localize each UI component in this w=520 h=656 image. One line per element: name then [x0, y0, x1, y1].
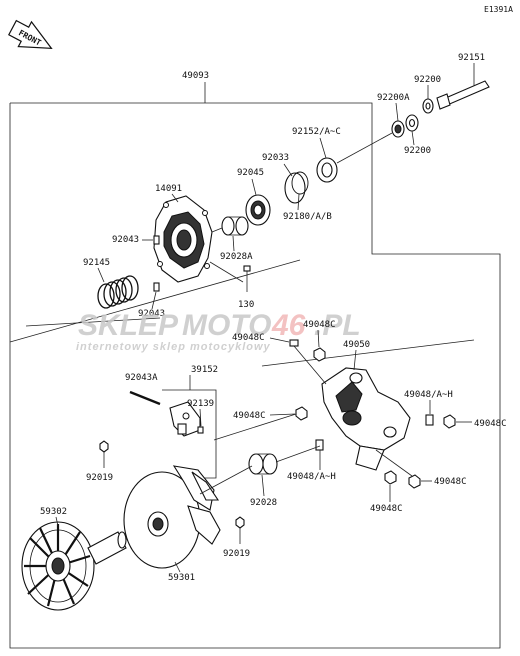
part-label-92033: 92033 [262, 153, 289, 163]
nut-49048C-right [443, 414, 456, 429]
svg-text:46: 46 [271, 309, 306, 342]
part-label-92200A: 92200A [377, 93, 410, 103]
svg-text:SKLEP: SKLEP [78, 309, 179, 342]
part-label-92045: 92045 [237, 168, 264, 178]
pin-92043 [153, 235, 160, 245]
bushing-92028 [248, 453, 278, 475]
shaft-92151 [436, 80, 490, 110]
part-label-92152: 92152/A~C [292, 127, 341, 137]
part-label-39152: 39152 [191, 365, 218, 375]
seal-92152 [316, 157, 338, 183]
part-label-130: 130 [238, 300, 254, 310]
part-label-49048C-left: 49048C [232, 333, 265, 343]
assembly-outline [9, 102, 501, 649]
nut-49048C-low [384, 470, 397, 485]
part-label-49048AH-right: 49048/A~H [404, 390, 453, 400]
part-label-92200-top: 92200 [414, 75, 441, 85]
part-label-92019-right: 92019 [223, 549, 250, 559]
svg-text:internetowy sklep motocyklowy: internetowy sklep motocyklowy [76, 341, 271, 353]
bearing-92045 [245, 194, 271, 226]
diagram-code: E1391A [484, 5, 513, 14]
part-label-92151: 92151 [458, 53, 485, 63]
nut-49048C-top [313, 347, 326, 362]
nut-49048C-mid [295, 406, 308, 421]
part-label-49050: 49050 [343, 340, 370, 350]
bolt-92019-right [235, 516, 245, 529]
fan-sheave-59302 [21, 521, 127, 611]
sheave-59301 [123, 465, 221, 569]
part-label-59302: 59302 [40, 507, 67, 517]
spring-92145 [97, 275, 139, 309]
part-label-49048C-mid: 49048C [233, 411, 266, 421]
bushing-92028A [221, 216, 249, 236]
part-label-49093: 49093 [182, 71, 209, 81]
part-label-49048C-top: 49048C [303, 320, 336, 330]
nut-49048C-lowright [408, 474, 421, 489]
part-label-49048AH-mid: 49048/A~H [287, 472, 336, 482]
front-arrow-icon: FRONT [8, 19, 53, 49]
watermark: SKLEP MOTO 46 .PL internetowy sklep moto… [76, 309, 361, 353]
part-label-92043-left: 92043 [112, 235, 139, 245]
part-label-92139: 92139 [187, 399, 214, 409]
part-label-49048C-low: 49048C [370, 504, 403, 514]
svg-text:.PL: .PL [314, 309, 361, 342]
washer-49048C-left [289, 339, 299, 347]
part-label-92043A: 92043A [125, 373, 158, 383]
part-label-92200-bottom: 92200 [404, 146, 431, 156]
part-label-59301: 59301 [168, 573, 195, 583]
bracket-49050 [321, 367, 411, 471]
part-label-49048C-right: 49048C [474, 419, 507, 429]
part-label-14091: 14091 [155, 184, 182, 194]
weight-39152 [169, 401, 201, 437]
hub-14091 [153, 195, 213, 283]
part-label-92145: 92145 [83, 258, 110, 268]
bolt-92019-left [99, 440, 109, 453]
part-label-92019-left: 92019 [86, 473, 113, 483]
bolt-130 [243, 265, 251, 292]
part-label-49048C-lowright: 49048C [434, 477, 467, 487]
circlip-92033 [284, 172, 306, 204]
part-label-92043-low: 92043 [138, 309, 165, 319]
part-label-92180: 92180/A/B [283, 212, 332, 222]
part-label-92028A: 92028A [220, 252, 253, 262]
pin-92043-low [153, 282, 160, 292]
pin-92043A [129, 390, 161, 406]
part-label-92028: 92028 [250, 498, 277, 508]
svg-text:MOTO: MOTO [182, 309, 271, 342]
